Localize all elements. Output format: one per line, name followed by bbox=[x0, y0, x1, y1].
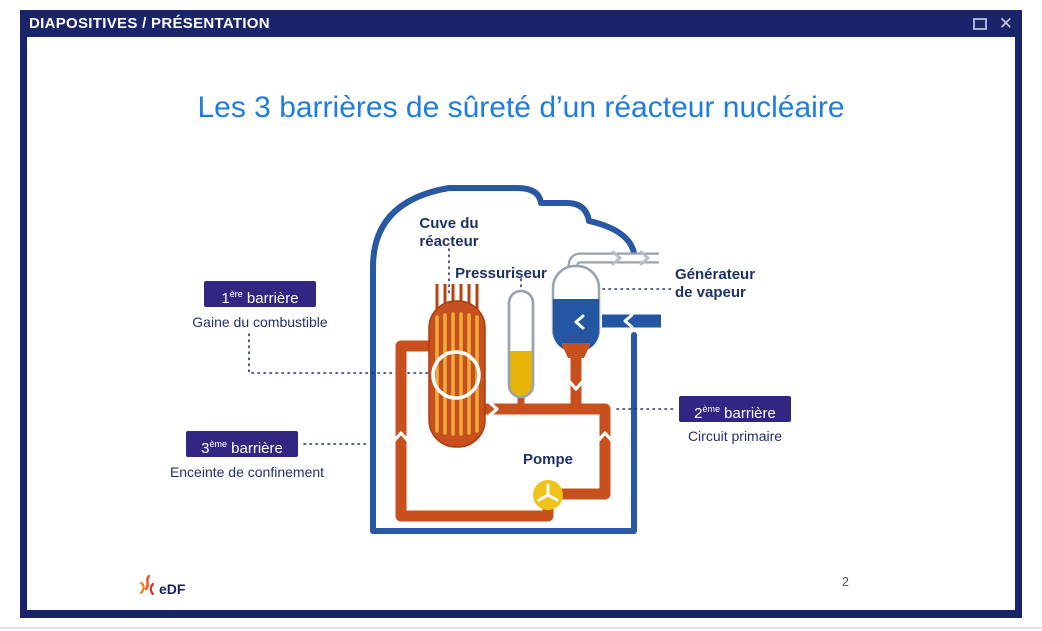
barrier-1-badge: 1ère barrière bbox=[204, 281, 316, 307]
page-edge-line bbox=[0, 627, 1042, 629]
hot-leg-pipe bbox=[473, 403, 611, 500]
close-icon[interactable]: ✕ bbox=[998, 14, 1013, 33]
leader-lines bbox=[248, 248, 677, 445]
presentation-window: DIAPOSITIVES / PRÉSENTATION ✕ Les 3 barr… bbox=[20, 10, 1022, 618]
barrier-3-sup: ème bbox=[209, 439, 227, 449]
label-steam-generator-line2: de vapeur bbox=[675, 284, 746, 301]
arrow-down-downcomer bbox=[567, 379, 585, 391]
label-reactor-vessel-line2: réacteur bbox=[419, 233, 479, 250]
label-pump: Pompe bbox=[522, 451, 573, 468]
pressurizer-outline bbox=[507, 289, 535, 399]
vessel-body bbox=[428, 300, 486, 448]
arrow-up-right-riser bbox=[596, 431, 614, 443]
page-number: 2 bbox=[842, 575, 849, 589]
barrier-3-caption: Enceinte de confinement bbox=[169, 464, 325, 480]
window-titlebar: DIAPOSITIVES / PRÉSENTATION ✕ bbox=[20, 10, 1022, 37]
barrier-2-badge: 2ème barrière bbox=[679, 396, 791, 422]
label-reactor-vessel-line1: Cuve du bbox=[419, 215, 479, 232]
window-controls: ✕ bbox=[972, 14, 1013, 33]
flow-arrows bbox=[392, 379, 614, 443]
barrier-2-num: 2 bbox=[694, 405, 703, 422]
arrow-up-left-riser bbox=[392, 431, 410, 443]
arrow-sg-internal bbox=[574, 314, 585, 330]
label-steam-generator: Générateur de vapeur bbox=[675, 266, 795, 302]
barrier-2-sup: ème bbox=[702, 404, 720, 414]
leader-barrier-1 bbox=[248, 333, 431, 374]
label-reactor-vessel: Cuve du réacteur bbox=[399, 215, 499, 251]
reactor-diagram bbox=[248, 185, 677, 534]
arrow-right-hot-leg bbox=[487, 400, 499, 418]
edf-logo-text: eDF bbox=[159, 581, 186, 597]
barrier-1-sup: ère bbox=[229, 289, 243, 299]
reactor-vessel bbox=[428, 284, 486, 448]
slide-title: Les 3 barrières de sûreté d’un réacteur … bbox=[197, 91, 845, 124]
arrow-steam-1 bbox=[611, 250, 622, 266]
containment-outline bbox=[370, 185, 637, 534]
barrier-1-num: 1 bbox=[221, 290, 230, 307]
maximize-icon[interactable] bbox=[972, 17, 987, 30]
fuel-rods bbox=[435, 312, 479, 436]
barrier-3-badge: 3ème barrière bbox=[186, 431, 298, 457]
pump bbox=[533, 480, 563, 510]
barrier-1-word: barrière bbox=[242, 290, 299, 307]
edf-logo: eDF bbox=[137, 575, 185, 597]
sg-taper bbox=[561, 343, 591, 358]
barrier-1-caption: Gaine du combustible bbox=[192, 314, 328, 330]
pressurizer-heater-zone bbox=[509, 351, 533, 397]
pump-impeller-icon bbox=[537, 483, 559, 502]
steam-generator bbox=[551, 264, 661, 358]
arrow-feedwater bbox=[623, 313, 634, 329]
barrier-3-word: barrière bbox=[227, 440, 283, 457]
barrier-3-num: 3 bbox=[201, 440, 210, 457]
slide-canvas: Les 3 barrières de sûreté d’un réacteur … bbox=[27, 37, 1015, 610]
edf-flame-icon bbox=[139, 575, 155, 596]
barrier-2-word: barrière bbox=[720, 405, 776, 422]
barrier-1-focus-circle bbox=[431, 350, 481, 400]
barrier-2-caption: Circuit primaire bbox=[687, 428, 783, 444]
arrow-steam-2 bbox=[639, 250, 650, 266]
pressurizer bbox=[507, 289, 535, 399]
label-pressurizer: Pressuriseur bbox=[455, 265, 547, 282]
label-steam-generator-line1: Générateur bbox=[675, 266, 756, 283]
sg-water-zone bbox=[553, 299, 599, 351]
window-title: DIAPOSITIVES / PRÉSENTATION bbox=[29, 15, 270, 32]
